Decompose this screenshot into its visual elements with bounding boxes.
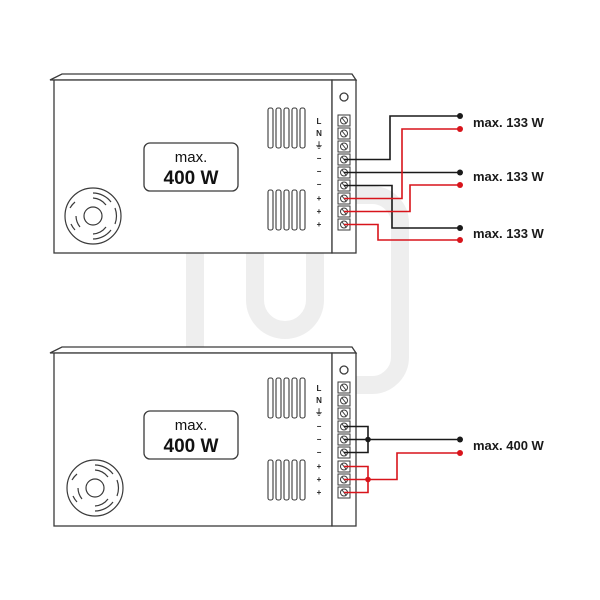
terminal-label: L: [317, 384, 322, 393]
rating-label-box: [143, 142, 239, 192]
negative-output-dot: [457, 436, 463, 443]
positive-wires: [344, 128, 460, 241]
power-supply-unit-2: max. 400 W L: [49, 346, 545, 527]
positive-junction-dot: [365, 476, 371, 483]
psu-housing-top: [49, 73, 358, 81]
negative-output-dot: [457, 113, 463, 119]
negative-wires: [344, 425, 460, 454]
vent-slots-icon: [267, 189, 306, 231]
fan-grille-icon: [64, 187, 122, 245]
junction-dots: [365, 436, 371, 483]
terminal-screw-icon: [337, 394, 351, 407]
terminal-label: +: [317, 488, 322, 497]
wire-positive-2: [344, 184, 460, 213]
positive-output-dot: [457, 182, 463, 188]
mounting-hole-icon: [339, 92, 349, 102]
terminal-labels: L N ⏚ − − − + + +: [315, 384, 323, 497]
rating-label-line1: max.: [175, 417, 208, 434]
terminal-label: −: [317, 154, 322, 163]
terminal-label: ⏚: [315, 141, 323, 150]
terminal-label: +: [317, 475, 322, 484]
rating-label-line1: max.: [175, 149, 208, 166]
vent-slots-icon: [267, 377, 306, 419]
positive-wires: [344, 452, 460, 494]
terminal-label: L: [317, 117, 322, 126]
vent-slots-icon: [267, 459, 306, 501]
negative-output-dot: [457, 225, 463, 231]
terminal-label: −: [317, 180, 322, 189]
output-terminal-dots: [457, 436, 463, 456]
wire-negative-3: [344, 184, 460, 229]
terminal-screw-icon: [337, 140, 351, 153]
terminal-label: N: [316, 396, 322, 405]
rating-label-line2: 400 W: [164, 168, 219, 189]
wire-positive-1: [344, 128, 460, 200]
terminal-label: ⏚: [315, 408, 323, 417]
terminal-label: −: [317, 448, 322, 457]
wire-positive-3: [344, 223, 460, 241]
terminal-label: +: [317, 194, 322, 203]
terminal-label: −: [317, 167, 322, 176]
positive-output-dot: [457, 237, 463, 243]
terminal-label: −: [317, 422, 322, 431]
positive-output-dot: [457, 450, 463, 456]
output-label: max. 400 W: [473, 438, 545, 453]
output-terminal-dots: [457, 113, 463, 243]
terminal-label: +: [317, 207, 322, 216]
terminal-labels: L N ⏚ − − − + + +: [315, 117, 323, 229]
vent-slots-icon: [267, 107, 306, 149]
terminal-screw-icon: [337, 407, 351, 420]
terminal-screw-icon: [337, 127, 351, 140]
psu-housing-top: [49, 346, 358, 354]
terminal-label: +: [317, 462, 322, 471]
fan-grille-icon: [66, 459, 124, 517]
power-supply-unit-1: max. 400 W: [49, 73, 545, 254]
wire-positive-out: [368, 452, 460, 481]
terminal-screw-icon: [337, 114, 351, 127]
output-label: max. 133 W: [473, 169, 545, 184]
negative-junction-dot: [365, 436, 371, 443]
mounting-hole-icon: [339, 365, 349, 375]
rating-label-line2: 400 W: [164, 436, 219, 457]
terminal-screw-icon: [337, 381, 351, 394]
output-label: max. 133 W: [473, 226, 545, 241]
wire-negative-1: [344, 115, 460, 161]
terminal-label: −: [317, 435, 322, 444]
positive-output-dot: [457, 126, 463, 132]
rating-label-box: [143, 410, 239, 460]
terminal-label: N: [316, 129, 322, 138]
terminal-label: +: [317, 220, 322, 229]
negative-output-dot: [457, 169, 463, 176]
output-label: max. 133 W: [473, 115, 545, 130]
